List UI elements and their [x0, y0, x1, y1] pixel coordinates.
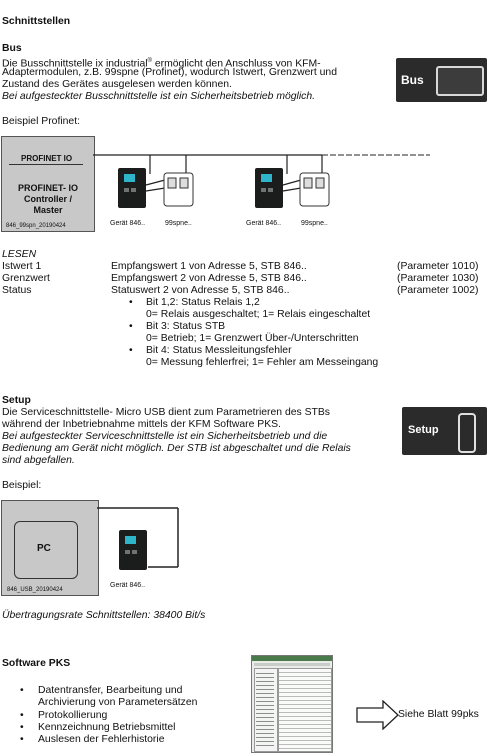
page-title: Schnittstellen	[2, 16, 71, 27]
setup-note-line2: Bedienung am Gerät nicht möglich. Der ST…	[2, 443, 351, 454]
bus-text-line3: Zustand des Gerätes ausgelesen werden kö…	[2, 79, 232, 90]
pks-bullet: Archivierung von Parametersätzen	[38, 697, 198, 708]
bus-text-line2: Adaptermodulen, z.B. 99spne (Profinet), …	[2, 67, 337, 78]
bus-safety-note: Bei aufgesteckter Busschnittstelle ist e…	[2, 91, 316, 102]
lesen-row-param: (Parameter 1002)	[397, 285, 479, 296]
pks-bullet: Datentransfer, Bearbeitung und	[38, 685, 183, 696]
pks-heading: Software PKS	[2, 658, 71, 669]
profinet-io-label: PROFINET IO	[21, 154, 73, 163]
bus-heading: Bus	[2, 43, 22, 54]
lesen-row-param: (Parameter 1010)	[397, 261, 479, 272]
status-bit-detail: 0= Betrieb; 1= Grenzwert Über-/Unterschr…	[146, 333, 359, 344]
pks-bullet: Auslesen der Fehlerhistorie	[38, 734, 165, 745]
setup-note-line1: Bei aufgesteckter Serviceschnittstelle i…	[2, 431, 328, 442]
lesen-row-value: Empfangswert 1 von Adresse 5, STB 846..	[111, 261, 307, 272]
device-846-1-label: Gerät 846..	[110, 220, 146, 227]
pks-bullet: Kennzeichnung Betriebsmittel	[38, 722, 176, 733]
pks-screenshot-thumbnail	[251, 655, 333, 753]
profinet-example-label: Beispiel Profinet:	[2, 116, 80, 127]
usb-cable	[97, 507, 179, 568]
usb-example-label: Beispiel:	[2, 480, 42, 491]
device-846-1	[118, 168, 146, 208]
setup-port-image: Setup	[402, 407, 487, 455]
controller-label: PROFINET- IO Controller / Master	[17, 183, 78, 215]
lesen-row-label: Istwert 1	[2, 261, 42, 272]
setup-note-line3: sind abgefallen.	[2, 455, 75, 466]
profinet-wiring	[93, 154, 430, 207]
transfer-rate: Übertragungsrate Schnittstellen: 38400 B…	[2, 610, 206, 621]
bullet-icon: •	[20, 710, 24, 721]
bus-port-image: Bus	[396, 58, 487, 102]
bullet-icon: •	[20, 722, 24, 733]
pc-box: PC 846_USB_20190424	[1, 500, 99, 596]
arrow-right-icon	[356, 700, 399, 730]
adapter-2-label: 99spne..	[301, 220, 328, 227]
see-sheet-link: Siehe Blatt 99pks	[398, 709, 479, 720]
bus-text-line1: Die Busschnittstelle ix industrial® ermö…	[2, 58, 321, 70]
device-846-2	[255, 168, 283, 208]
bullet-icon: •	[20, 734, 24, 745]
pks-bullet: Protokollierung	[38, 710, 108, 721]
lesen-row-label: Status	[2, 285, 32, 296]
lesen-heading: LESEN	[2, 249, 37, 260]
lesen-row-value: Empfangswert 2 von Adresse 5, STB 846..	[111, 273, 307, 284]
setup-text-line1: Die Serviceschnittstelle- Micro USB dien…	[2, 407, 330, 418]
adapter-1-label: 99spne..	[165, 220, 192, 227]
status-bit-title: Bit 3: Status STB	[146, 321, 226, 332]
lesen-row-value: Statuswert 2 von Adresse 5, STB 846..	[111, 285, 290, 296]
status-bit-detail: 0= Messung fehlerfrei; 1= Fehler am Mess…	[146, 357, 379, 368]
setup-text-line2: während der Inbetriebnahme mittels der K…	[2, 419, 281, 430]
bullet-icon: •	[129, 321, 133, 332]
bullet-icon: •	[129, 297, 133, 308]
bullet-icon: •	[129, 345, 133, 356]
lesen-row-label: Grenzwert	[2, 273, 50, 284]
status-bit-detail: 0= Relais ausgeschaltet; 1= Relais einge…	[146, 309, 371, 320]
profinet-controller-box: PROFINET IO PROFINET- IO Controller / Ma…	[1, 136, 95, 232]
pc-label: PC	[37, 543, 51, 554]
setup-heading: Setup	[2, 395, 31, 406]
status-bit-title: Bit 4: Status Messleitungsfehler	[146, 345, 292, 356]
device-846-usb	[119, 530, 147, 570]
status-bit-title: Bit 1,2: Status Relais 1,2	[146, 297, 260, 308]
controller-file-label: 846_99spn_20190424	[6, 223, 66, 229]
lesen-row-param: (Parameter 1030)	[397, 273, 479, 284]
pc-file-label: 846_USB_20190424	[7, 587, 63, 593]
device-846-usb-label: Gerät 846..	[110, 582, 146, 589]
device-846-2-label: Gerät 846..	[246, 220, 282, 227]
bullet-icon: •	[20, 685, 24, 696]
